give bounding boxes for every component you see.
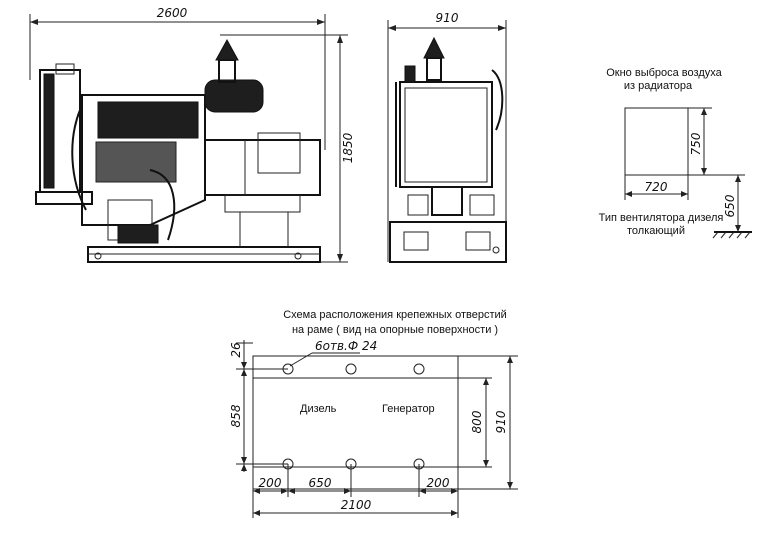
outer-height-dim: 910 xyxy=(494,410,508,433)
exhaust-pipe xyxy=(218,59,236,83)
bottom-chain-arrows xyxy=(253,488,458,494)
diesel-label: Дизель xyxy=(300,403,337,415)
frame-plan-title-2: на раме ( вид на опорные поверхности ) xyxy=(292,324,498,336)
end-radiator-cap xyxy=(404,65,416,83)
inner-height-dim: 800 xyxy=(470,410,484,433)
right-offset-dim: 200 xyxy=(427,476,450,490)
frame-plan-title-1: Схема расположения крепежных отверстий xyxy=(283,309,507,321)
air-outlet-diagram: Окно выброса воздуха из радиатора 720 75… xyxy=(599,67,752,239)
end-exhaust-pipe xyxy=(426,57,442,81)
total-length-dim: 2100 xyxy=(341,498,372,512)
radiator-core xyxy=(43,73,55,189)
holes-callout-leader xyxy=(289,352,313,367)
fan-type-label-2: толкающий xyxy=(627,225,685,237)
mount-bolt-right xyxy=(294,252,302,260)
frame-hole-plan: Схема расположения крепежных отверстий н… xyxy=(229,309,518,518)
starter-motor xyxy=(117,224,159,244)
side-view: 2600 1850 xyxy=(29,6,355,263)
mounting-holes xyxy=(282,363,425,470)
end-engine-sump xyxy=(431,186,463,216)
top-offset-dim: 26 xyxy=(229,342,243,358)
air-filter xyxy=(204,79,264,113)
radiator-base xyxy=(35,191,93,205)
outlet-offset-dim: 650 xyxy=(723,194,737,217)
mounting-hole xyxy=(413,363,425,375)
mounting-hole xyxy=(345,363,357,375)
end-mount-right xyxy=(469,194,495,216)
outlet-width-arrows xyxy=(625,191,688,197)
outlet-height-dim: 750 xyxy=(689,132,703,155)
frame-outline xyxy=(252,355,459,490)
end-exhaust-cap xyxy=(423,36,445,59)
end-right-pipe xyxy=(491,69,504,131)
side-height-dim: 1850 xyxy=(341,132,355,163)
outlet-height-arrows xyxy=(701,108,707,175)
mount-bolt-left xyxy=(94,252,102,260)
end-mount-left xyxy=(407,194,429,216)
left-offset-dim: 200 xyxy=(259,476,282,490)
end-radiator xyxy=(399,81,493,188)
air-outlet-title-2: из радиатора xyxy=(624,80,693,92)
outlet-width-dim: 720 xyxy=(645,180,668,194)
end-radiator-core xyxy=(404,87,488,183)
outlet-offset-arrows xyxy=(735,175,741,232)
generator-support xyxy=(224,194,301,213)
end-base-window-right xyxy=(465,231,491,251)
air-outlet-title-1: Окно выброса воздуха xyxy=(606,67,722,79)
end-base-frame xyxy=(389,221,507,263)
ground-hatch xyxy=(712,231,751,239)
coolant-hose xyxy=(71,109,87,211)
generator xyxy=(204,139,321,196)
end-base-window-left xyxy=(403,231,429,251)
engine-cylinder-head xyxy=(97,101,199,139)
hole-pitch-dim: 650 xyxy=(309,476,332,490)
end-bolt xyxy=(492,246,500,254)
side-width-dim: 2600 xyxy=(157,6,188,20)
fan-type-label-1: Тип вентилятора дизеля xyxy=(599,212,724,224)
air-outlet-window xyxy=(624,107,689,176)
end-width-dim: 910 xyxy=(436,11,459,25)
exhaust-cap xyxy=(215,38,239,61)
generator-terminal-box xyxy=(257,132,301,174)
fuel-pipe xyxy=(149,169,176,241)
end-view: 910 xyxy=(387,11,507,263)
radiator-cap xyxy=(55,63,75,75)
holes-callout-label: 6отв.Ф 24 xyxy=(315,339,377,353)
generator-label: Генератор xyxy=(382,403,435,415)
hole-spacing-dim: 858 xyxy=(229,404,243,427)
